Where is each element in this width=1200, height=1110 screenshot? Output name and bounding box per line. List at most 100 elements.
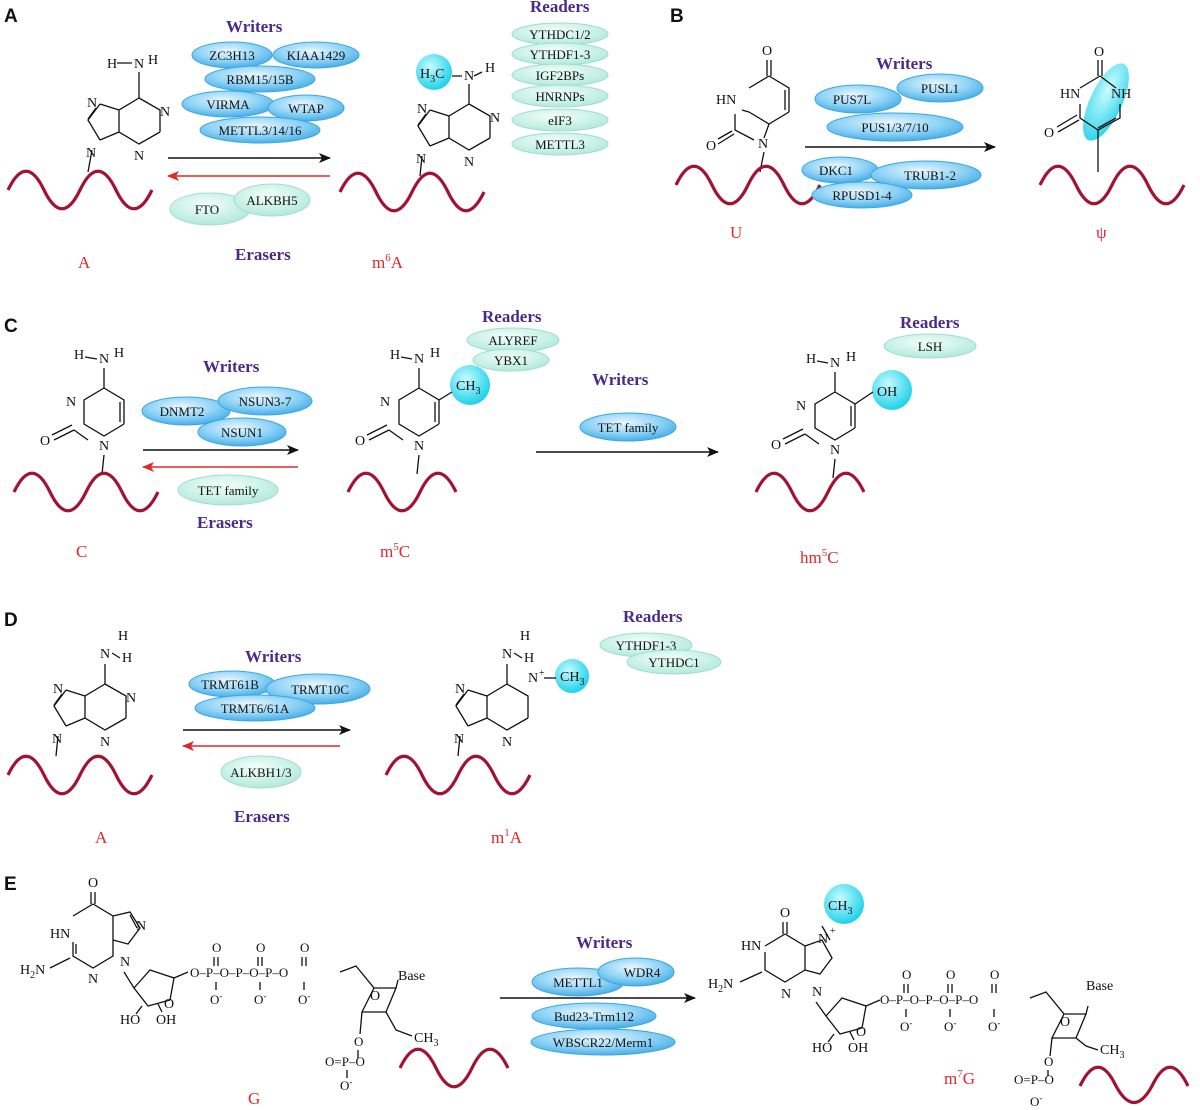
writer-pill [199, 116, 321, 144]
svg-text:H: H [520, 629, 530, 644]
svg-text:N: N [160, 105, 170, 120]
svg-text:N: N [88, 972, 98, 987]
svg-text:ZC3H13: ZC3H13 [209, 48, 255, 63]
svg-text:TRMT10C: TRMT10C [291, 682, 349, 697]
svg-text:N: N [830, 443, 840, 458]
svg-text:O: O [164, 997, 174, 1012]
panel-label-b: B [670, 6, 684, 27]
adenine-structure-a: H N H N N N N [86, 53, 170, 173]
svg-text:H2N: H2N [708, 977, 733, 995]
svg-text:N: N [818, 932, 828, 947]
svg-text:TRUB1-2: TRUB1-2 [904, 168, 956, 183]
readers-c: ALYREF YBX1 [466, 327, 560, 372]
svg-text:N: N [830, 356, 840, 371]
product-label-e: m7G [944, 1068, 975, 1088]
svg-text:YTHDF1-3: YTHDF1-3 [530, 47, 591, 62]
erasers-d: ALKBH1/3 [220, 755, 302, 789]
svg-text:TET family: TET family [598, 420, 659, 435]
uracil-structure: O HN O N [706, 44, 790, 173]
svg-text:N: N [136, 919, 146, 934]
svg-text:HO: HO [812, 1041, 832, 1056]
writers-b: PUS7L PUSL1 PUS1/3/7/10 DKC1 TRUB1-2 RPU… [801, 73, 984, 209]
svg-text:RBM15/15B: RBM15/15B [226, 72, 294, 87]
svg-text:N: N [99, 439, 109, 454]
product-label-a: m6A [372, 252, 404, 272]
svg-text:H: H [114, 346, 124, 361]
rna-strand-e1 [398, 1047, 510, 1089]
svg-text:YTHDF1-3: YTHDF1-3 [616, 638, 677, 653]
writers-d: TRMT61B TRMT10C TRMT6/61A [188, 670, 371, 722]
cytosine-structure: H N H N O N [40, 346, 125, 475]
svg-text:O: O [256, 940, 265, 955]
svg-text:O: O [354, 1034, 363, 1049]
writer-pill [811, 181, 913, 209]
writer-pill [826, 112, 964, 142]
eraser-pill [220, 755, 302, 789]
svg-text:WTAP: WTAP [288, 101, 324, 116]
svg-text:O-: O- [944, 1018, 956, 1034]
svg-text:ALKBH5: ALKBH5 [246, 193, 297, 208]
svg-text:O: O [946, 967, 955, 982]
svg-text:YTHDC1: YTHDC1 [648, 655, 699, 670]
writers-title-a: Writers [226, 17, 283, 36]
svg-text:CH3: CH3 [414, 1031, 438, 1049]
adenine-structure-d: H N H N N N N [52, 629, 136, 757]
svg-text:+: + [539, 668, 545, 679]
nh-highlight-b [1083, 63, 1129, 141]
svg-text:TET family: TET family [198, 483, 259, 498]
writers-title-c: Writers [203, 357, 260, 376]
svg-text:OH: OH [848, 1041, 868, 1056]
svg-text:YBX1: YBX1 [494, 353, 528, 368]
hydroxyl-highlight-c [872, 370, 912, 410]
rna-strand-b2 [1038, 164, 1186, 206]
panel-e: E O HN N H2N N N O HO OH O–P–O–P–O–P–O O… [4, 874, 1190, 1109]
erasers-a: FTO ALKBH5 [169, 183, 311, 226]
svg-text:KIAA1429: KIAA1429 [287, 48, 346, 63]
pseudouridine-structure: O HN NH O [1044, 45, 1131, 172]
svg-text:eIF3: eIF3 [548, 113, 572, 128]
svg-text:ALKBH1/3: ALKBH1/3 [230, 765, 291, 780]
svg-text:O: O [40, 434, 50, 449]
svg-text:O-: O- [298, 991, 310, 1007]
hm5c-structure: H N H OH N O N [771, 350, 912, 479]
methyl-highlight-d [555, 659, 589, 693]
svg-text:N: N [134, 149, 144, 164]
writer-pill [194, 694, 316, 722]
svg-text:PUS1/3/7/10: PUS1/3/7/10 [861, 120, 928, 135]
svg-text:OH: OH [156, 1013, 176, 1028]
eraser-pill [233, 183, 311, 217]
writer-pill [814, 84, 902, 114]
svg-text:H: H [390, 348, 400, 363]
product-label-d: m1A [491, 827, 523, 847]
svg-text:HN: HN [50, 927, 70, 942]
writer-pill [267, 94, 345, 122]
methyl-highlight-e [824, 884, 864, 924]
writer-pill [204, 65, 316, 93]
svg-text:O: O [1094, 45, 1104, 60]
svg-text:O-: O- [254, 991, 266, 1007]
writer-pill [579, 412, 677, 442]
rna-strand-b1 [674, 164, 822, 206]
readers-d: YTHDF1-3 YTHDC1 [599, 632, 722, 675]
writer-pill [265, 673, 371, 705]
svg-text:O: O [300, 940, 309, 955]
panel-label-e: E [4, 874, 17, 895]
svg-text:N: N [464, 155, 474, 170]
svg-text:H: H [806, 352, 816, 367]
substrate-label-e: G [248, 1089, 260, 1108]
writer-pill [197, 417, 287, 447]
rna-strand-d2 [384, 754, 532, 796]
svg-text:N: N [796, 399, 806, 414]
product-label-b: ψ [1096, 223, 1107, 242]
svg-text:N: N [126, 691, 136, 706]
svg-text:HN: HN [716, 93, 736, 108]
svg-text:N: N [414, 352, 424, 367]
svg-text:DNMT2: DNMT2 [160, 404, 205, 419]
svg-text:METTL3: METTL3 [535, 137, 585, 152]
svg-text:HN: HN [741, 939, 761, 954]
svg-text:+: + [830, 926, 836, 937]
svg-text:O=P–O: O=P–O [325, 1054, 365, 1069]
svg-text:Base: Base [1086, 979, 1113, 994]
svg-text:O-: O- [210, 991, 222, 1007]
m1a-structure: H N H N + CH3 N N N [454, 629, 589, 757]
